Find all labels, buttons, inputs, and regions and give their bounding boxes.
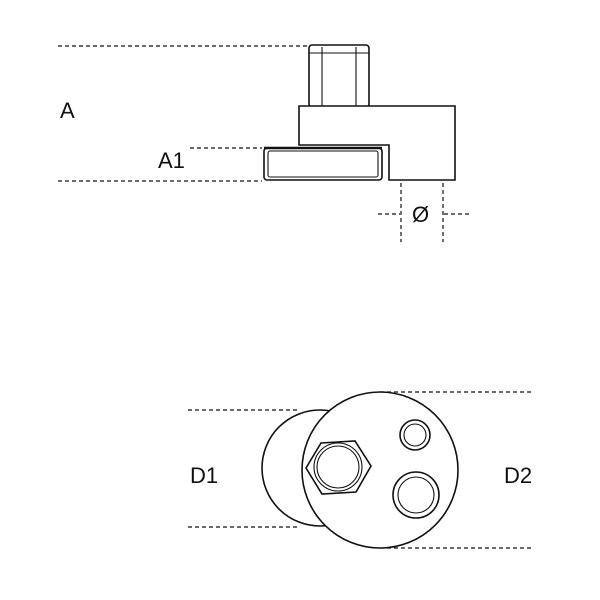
hex-nut-side — [308, 44, 370, 108]
small-hole — [399, 419, 431, 451]
large-hole — [392, 471, 440, 519]
label-d1: D1 — [190, 463, 218, 488]
disc-side — [263, 146, 383, 181]
label-diameter: Ø — [412, 202, 429, 227]
label-a1: A1 — [158, 148, 185, 173]
label-a: A — [60, 98, 75, 123]
top-view: D1 D2 — [188, 391, 533, 549]
hex-nut-top — [305, 440, 372, 495]
label-d2: D2 — [504, 463, 532, 488]
l-bracket-body — [298, 105, 456, 181]
side-view: A A1 Ø — [58, 44, 470, 242]
